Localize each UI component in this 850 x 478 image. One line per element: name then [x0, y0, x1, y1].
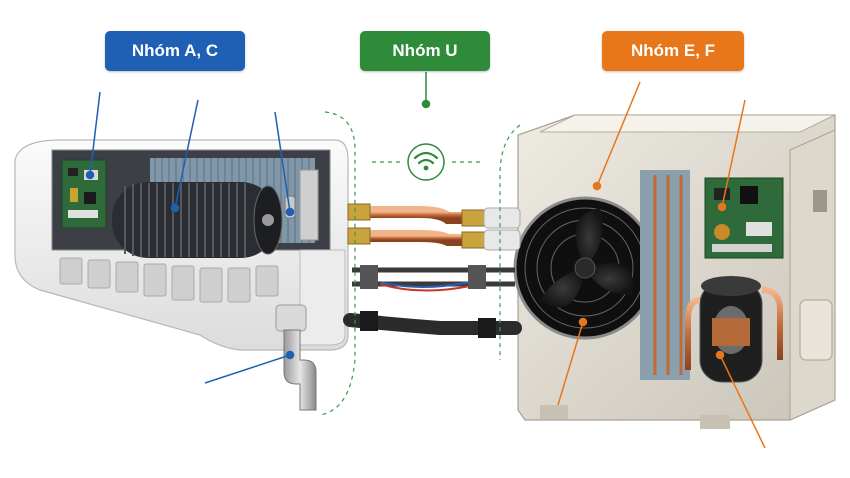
- compressor: [685, 276, 783, 383]
- refrigerant-pipes: [347, 203, 521, 251]
- callouts-blue: [85, 91, 295, 384]
- wifi-icon: [407, 143, 445, 181]
- callouts-orange: [557, 81, 766, 449]
- outdoor-fan: [513, 196, 657, 340]
- callout-green: [421, 72, 431, 109]
- signal-cables: [352, 265, 515, 292]
- cross-flow-fan: [112, 182, 283, 258]
- group-ac-label: Nhóm A, C: [105, 31, 245, 71]
- group-ef-label: Nhóm E, F: [602, 31, 744, 71]
- outdoor-unit: [513, 114, 836, 429]
- drain-pipe: [275, 304, 317, 411]
- outdoor-control-board: [704, 177, 784, 259]
- condenser-coil: [640, 170, 690, 380]
- indoor-unit: [14, 139, 349, 411]
- drain-hose: [343, 311, 522, 338]
- air-louver: [59, 257, 279, 303]
- group-u-label: Nhóm U: [360, 31, 490, 71]
- dashed-guides: [319, 111, 521, 416]
- indoor-control-board: [61, 159, 107, 229]
